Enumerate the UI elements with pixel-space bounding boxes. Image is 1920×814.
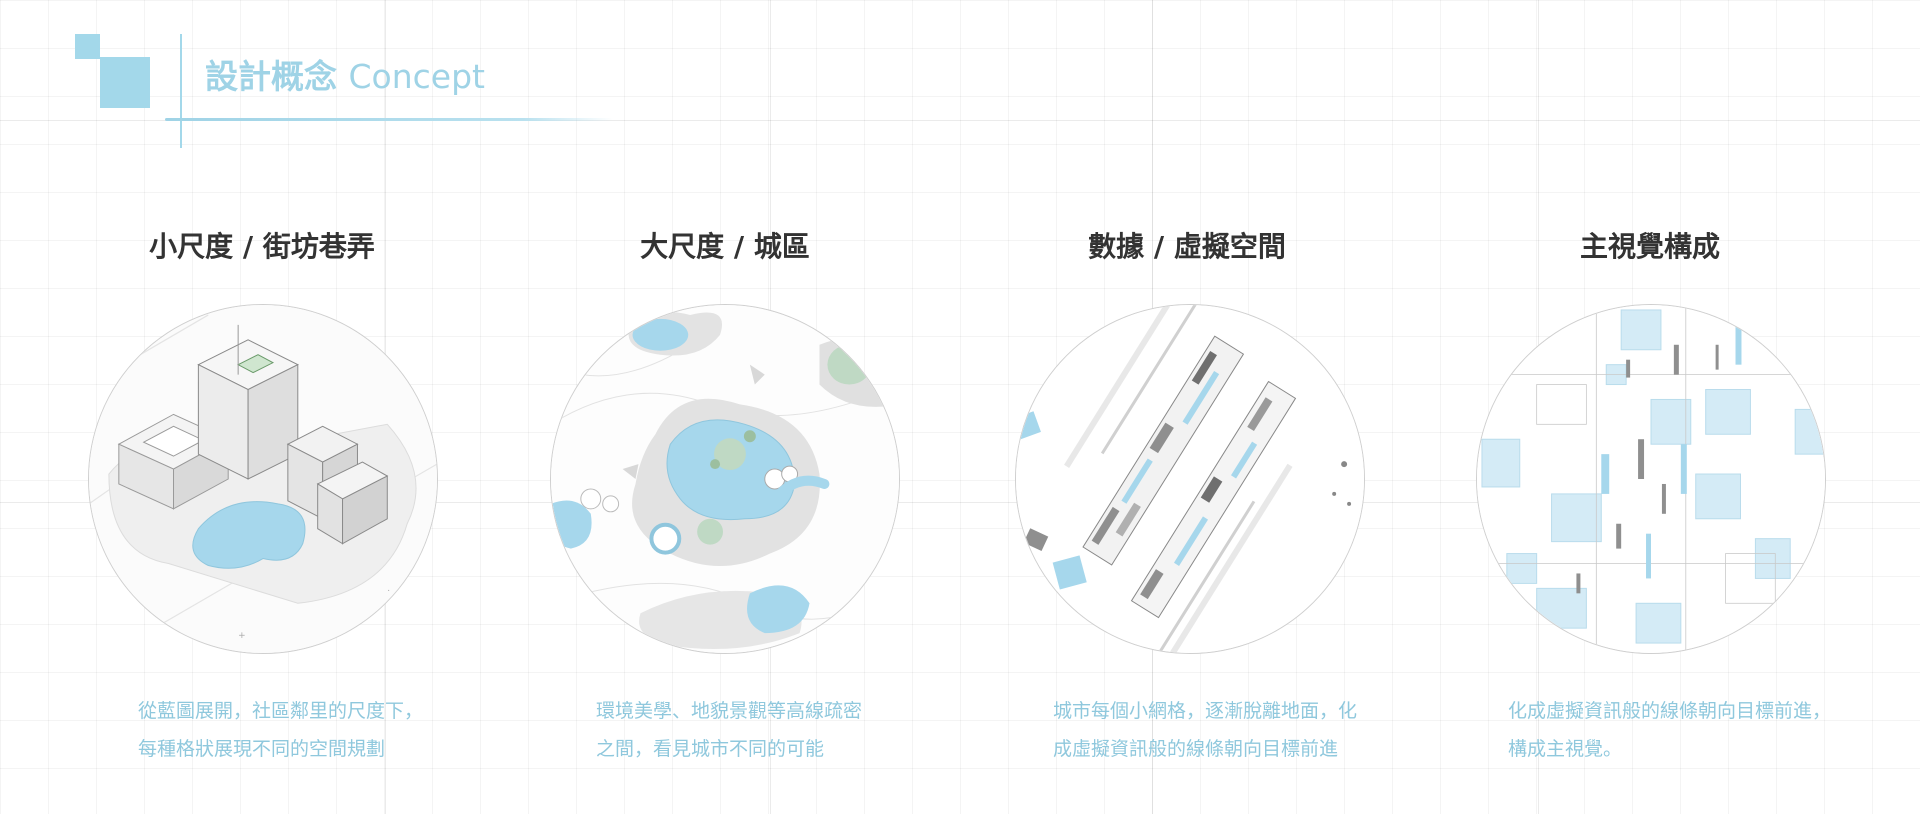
concept-large-scale: 大尺度 / 城區 — [495, 0, 955, 814]
data-strips-icon — [1015, 304, 1365, 654]
concept-description: 環境美學、地貌景觀等高線疏密 之間，看見城市不同的可能 — [596, 692, 862, 768]
concept-heading: 大尺度 / 城區 — [640, 230, 810, 263]
concept-desc-line2: 每種格狀展現不同的空間規劃 — [138, 738, 386, 760]
landscape-plan-icon — [550, 304, 900, 654]
logo-square-small — [75, 34, 100, 59]
concept-description: 城市每個小網格，逐漸脫離地面，化 成虛擬資訊般的線條朝向目標前進 — [1053, 692, 1357, 768]
concept-main-visual: 主視覺構成 — [1420, 0, 1880, 814]
blue-blocks-icon — [1476, 304, 1826, 654]
header-vertical-rule — [180, 34, 182, 148]
concept-heading: 主視覺構成 — [1579, 230, 1720, 263]
concept-desc-line2: 之間，看見城市不同的可能 — [596, 738, 825, 760]
svg-text:·: · — [387, 586, 390, 596]
page-title-en: Concept — [348, 57, 485, 96]
header-underline — [165, 118, 613, 121]
concept-small-scale: 小尺度 / 街坊巷弄 + · — [32, 0, 492, 814]
grid-line-h2 — [0, 502, 1920, 503]
logo-square-large — [100, 57, 150, 108]
concept-description: 化成虛擬資訊般的線條朝向目標前進， 構成主視覺。 — [1508, 692, 1831, 768]
concept-data-virtual: 數據 / 虛擬空間 — [957, 0, 1417, 814]
concept-heading: 小尺度 / 街坊巷弄 — [149, 230, 375, 263]
svg-text:+: + — [238, 631, 246, 641]
concept-desc-line1: 城市每個小網格，逐漸脫離地面，化 — [1053, 700, 1358, 722]
concept-desc-line2: 構成主視覺。 — [1508, 738, 1623, 760]
page-title-cn: 設計概念 — [205, 57, 337, 96]
concept-heading: 數據 / 虛擬空間 — [1088, 230, 1286, 263]
grid-line-h1 — [0, 120, 1920, 121]
concept-desc-line1: 環境美學、地貌景觀等高線疏密 — [596, 700, 863, 722]
concept-description: 從藍圖展開，社區鄰里的尺度下， 每種格狀展現不同的空間規劃 — [138, 692, 423, 768]
concept-desc-line1: 化成虛擬資訊般的線條朝向目標前進， — [1508, 700, 1832, 722]
concept-desc-line2: 成虛擬資訊般的線條朝向目標前進 — [1053, 738, 1339, 760]
page-title: 設計概念 Concept — [205, 50, 485, 98]
isometric-buildings-icon: + · — [88, 304, 438, 654]
concept-desc-line1: 從藍圖展開，社區鄰里的尺度下， — [138, 700, 424, 722]
